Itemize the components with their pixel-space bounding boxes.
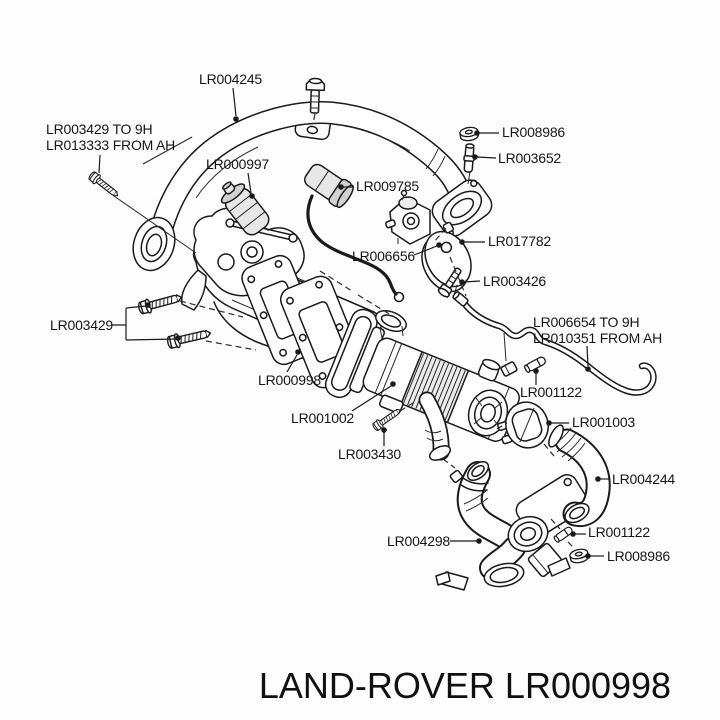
stud-lr003429-1-drawing — [136, 289, 184, 317]
part-label-lr000997: LR000997 — [206, 156, 269, 172]
part-label-lr004298: LR004298 — [387, 533, 450, 549]
bolt-lr003426-drawing — [437, 267, 462, 298]
part-label-lr003426: LR003426 — [483, 273, 546, 289]
part-label-lr008986-top: LR008986 — [502, 124, 565, 140]
part-label-lr004245: LR004245 — [199, 71, 262, 87]
part-label-lr001003: LR001003 — [572, 414, 635, 430]
bolt-lr003429-top-drawing — [86, 169, 122, 201]
clamp-lr001003-drawing — [497, 401, 549, 449]
part-label-lr001122-upper: LR001122 — [520, 384, 582, 400]
part-label-lr004244: LR004244 — [612, 471, 675, 487]
harness-lr009785-drawing — [304, 163, 405, 303]
part-label-lr017782: LR017782 — [488, 233, 551, 249]
bolt-lr003430-drawing — [370, 405, 404, 433]
part-label-lr003429-to-9h: LR003429 TO 9H — [46, 121, 152, 137]
part-label-lr009785: LR009785 — [356, 178, 419, 194]
part-label-lr001002: LR001002 — [291, 410, 354, 426]
part-label-lr003652: LR003652 — [498, 150, 561, 166]
hose-bracket-bolt-drawing — [305, 77, 326, 114]
assembly-alignment-lines — [113, 113, 576, 550]
part-label-lr006656: LR006656 — [352, 248, 415, 264]
part-label-lr000998: LR000998 — [258, 372, 321, 388]
part-label-lr013333-from-ah: LR013333 FROM AH — [46, 137, 175, 153]
part-label-lr010351-from-ah: LR010351 FROM AH — [533, 330, 662, 346]
part-label-lr003429: LR003429 — [50, 317, 113, 333]
stud-lr003652-drawing — [463, 143, 475, 173]
pipe-lr006654-drawing — [452, 291, 657, 396]
diagram-caption: LAND-ROVER LR000998 — [259, 665, 671, 706]
part-label-lr003430: LR003430 — [338, 446, 401, 462]
ypipe-lr004298-drawing — [435, 461, 571, 591]
part-label-lr001122-lower: LR001122 — [588, 524, 650, 540]
cooler-lr001002-drawing — [324, 308, 520, 461]
label-leader-lines — [98, 87, 609, 559]
part-label-lr008986-bottom: LR008986 — [607, 548, 670, 564]
part-label-lr006654-to-9h: LR006654 TO 9H — [533, 314, 639, 330]
solenoid-lr006656-drawing — [385, 189, 431, 245]
part-labels: LR004245 LR003429 TO 9H LR013333 FROM AH… — [46, 71, 676, 564]
stud-lr003429-2-drawing — [165, 325, 213, 351]
